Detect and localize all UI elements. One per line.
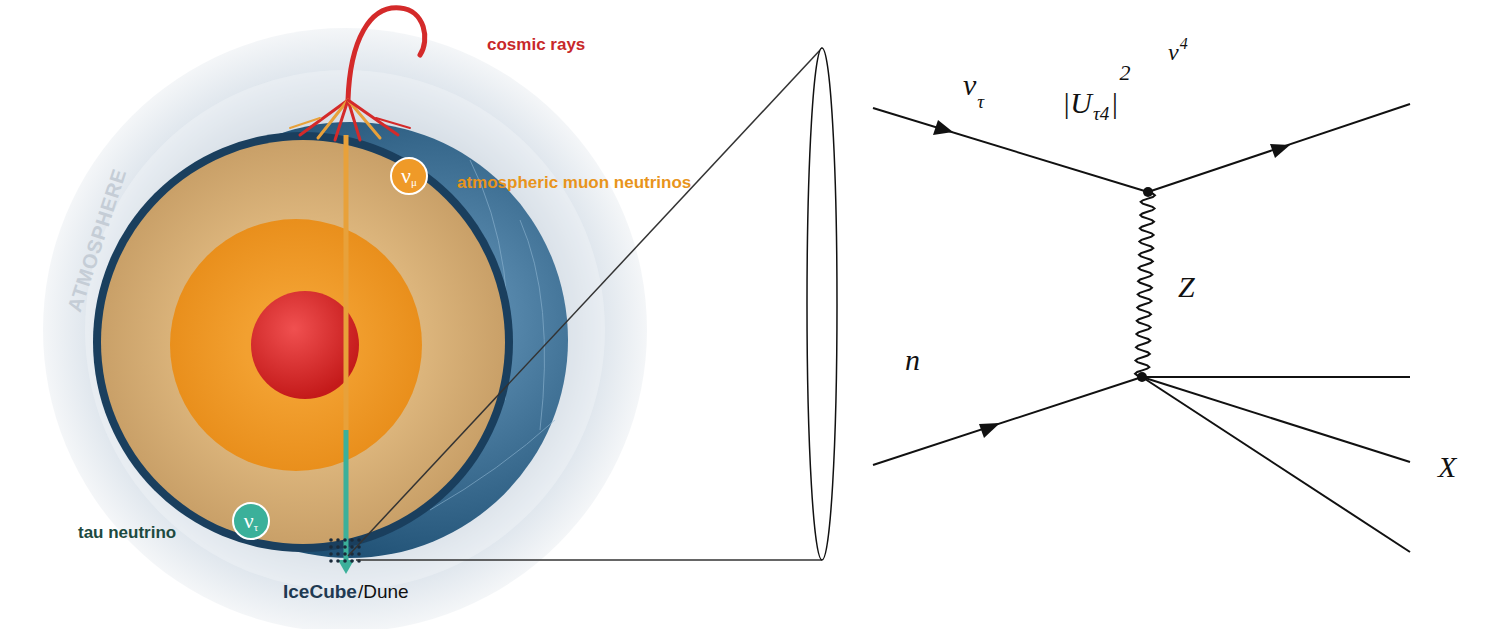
symbol: ν: [401, 165, 411, 187]
feynman-lines: [873, 104, 1410, 552]
annotation: tau neutrino: [78, 524, 176, 541]
vertex: [1137, 372, 1147, 382]
crust-rim: [93, 132, 513, 552]
cosmic-ray-shower: [290, 8, 425, 140]
detector-label: IceCube: [283, 582, 357, 601]
mixing-element: |U: [1062, 88, 1092, 118]
atmosphere-inner: [85, 70, 605, 590]
zoom-line: [356, 559, 822, 561]
badge-circle: νμ: [390, 157, 428, 195]
mixing-element: |: [1110, 88, 1118, 118]
title-label: cosmic rays: [487, 36, 585, 53]
subscript: τ4: [1093, 104, 1109, 123]
particle-symbol: n: [905, 345, 920, 375]
final-state-label: X: [1438, 452, 1456, 482]
inner-core: [251, 291, 359, 399]
arrowhead: [338, 560, 354, 574]
zoom-line: [348, 48, 822, 556]
detector-label: /Dune: [358, 582, 409, 601]
subscript: μ: [411, 177, 417, 188]
detector-strings: [329, 538, 361, 563]
particle-symbol: ν: [963, 70, 976, 100]
zoom-ellipse: [807, 48, 837, 560]
superscript: 2: [1119, 62, 1130, 84]
badge-circle: ντ: [232, 502, 270, 540]
subscript: τ: [977, 92, 984, 111]
subscript: τ: [254, 522, 258, 533]
symbol: ν: [244, 510, 254, 532]
annotation: atmospheric muon neutrinos: [457, 174, 691, 191]
muon-neutrino-path: [344, 135, 349, 430]
fermion-arrows: [933, 120, 1290, 438]
tau-neutrino-path: [344, 430, 349, 565]
vertex: [1143, 187, 1153, 197]
outer-core: [170, 219, 422, 471]
atmosphere: [43, 28, 647, 629]
mantle: [101, 140, 505, 544]
particle-symbol: ν: [1168, 40, 1179, 64]
subscript: 4: [1180, 36, 1188, 52]
boson-label: Z: [1178, 272, 1195, 302]
